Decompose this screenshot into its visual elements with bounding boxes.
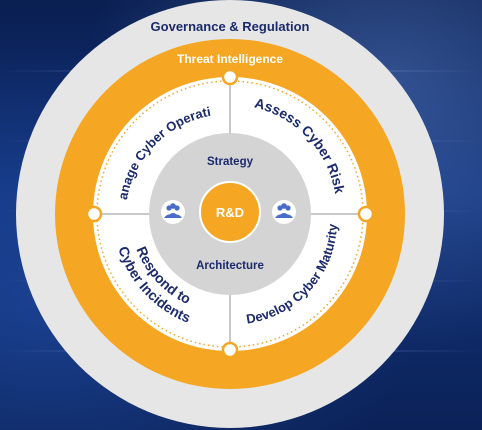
strategy-label: Strategy <box>207 156 254 168</box>
people-group-icon <box>272 200 296 224</box>
people-group-icon <box>161 200 185 224</box>
connector-node-bottom <box>221 341 239 359</box>
threat-intelligence-label: Threat Intelligence <box>177 52 283 66</box>
connector-node-top <box>221 68 239 86</box>
connector-node-left <box>85 205 103 223</box>
architecture-label: Architecture <box>196 260 264 272</box>
center-circle <box>199 181 261 243</box>
connector-node-right <box>357 205 375 223</box>
rd-label: R&D <box>216 205 244 220</box>
governance-regulation-label: Governance & Regulation <box>151 19 310 34</box>
